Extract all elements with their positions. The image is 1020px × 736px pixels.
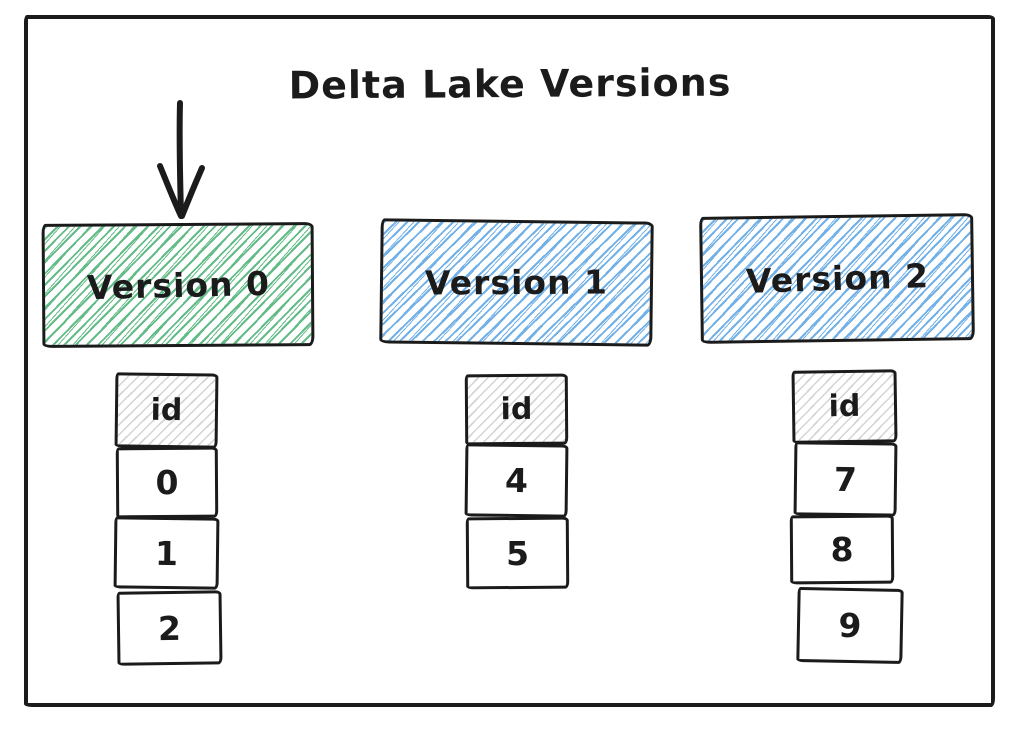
header-text: id bbox=[500, 391, 533, 428]
cell-value: 9 bbox=[838, 605, 862, 646]
version-1-table-header-cell: id bbox=[464, 373, 569, 446]
cell-value: 5 bbox=[505, 533, 530, 573]
outer-frame bbox=[24, 15, 995, 707]
cell-value: 1 bbox=[154, 533, 179, 573]
version-2-table-row-2: 9 bbox=[796, 586, 904, 665]
version-box-1-label: Version 1 bbox=[424, 262, 609, 303]
version-box-0-label: Version 0 bbox=[86, 263, 270, 307]
header-text: id bbox=[150, 392, 183, 429]
version-2-table-row-0: 7 bbox=[793, 441, 898, 517]
version-box-2-label: Version 2 bbox=[744, 256, 930, 301]
version-1-table-row-0: 4 bbox=[464, 443, 569, 518]
cell-value: 0 bbox=[155, 462, 179, 503]
version-0-table-row-0: 0 bbox=[115, 446, 219, 519]
cell-value: 8 bbox=[830, 529, 854, 570]
version-2-table-row-1: 8 bbox=[789, 514, 895, 585]
header-text: id bbox=[828, 388, 861, 425]
version-box-0: Version 0 bbox=[41, 222, 315, 348]
version-2-table-header-cell: id bbox=[791, 369, 898, 444]
cell-value: 7 bbox=[833, 459, 858, 499]
version-1-table-row-1: 5 bbox=[465, 516, 570, 590]
cell-value: 4 bbox=[504, 460, 529, 501]
diagram-title: Delta Lake Versions bbox=[288, 60, 732, 108]
version-box-1: Version 1 bbox=[379, 218, 654, 347]
version-0-table-header-cell: id bbox=[114, 372, 219, 449]
version-0-table-row-2: 2 bbox=[116, 590, 223, 666]
cell-value: 2 bbox=[157, 608, 182, 648]
version-box-2: Version 2 bbox=[699, 213, 975, 344]
down-arrow-icon bbox=[157, 100, 205, 219]
version-0-table-row-1: 1 bbox=[113, 516, 220, 590]
